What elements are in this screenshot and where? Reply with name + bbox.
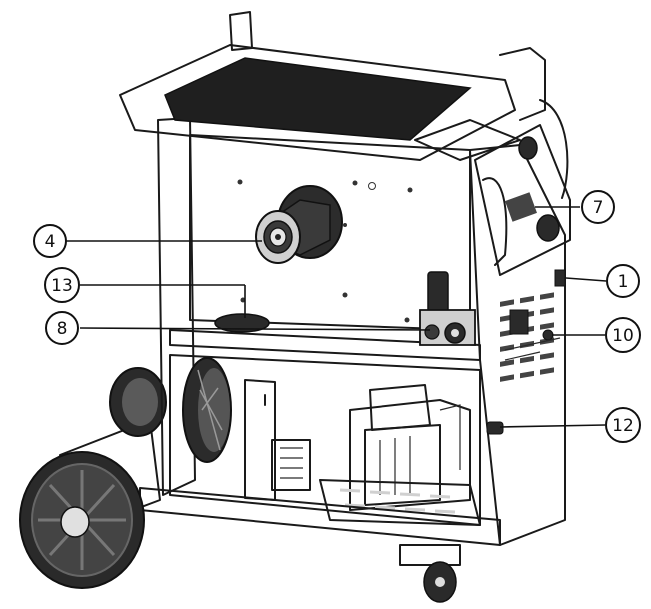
base-grill xyxy=(319,479,481,526)
front-handle xyxy=(539,99,569,199)
caster-wheel xyxy=(399,544,461,603)
knob-bottom xyxy=(536,214,560,242)
top-hook-right xyxy=(499,47,546,121)
wire-feeder xyxy=(419,271,476,346)
fan xyxy=(182,357,232,463)
bracket xyxy=(244,379,276,501)
callout-13: 13 xyxy=(44,267,80,303)
frame-joint xyxy=(414,119,521,161)
display xyxy=(505,192,537,222)
callout-4: 4 xyxy=(33,224,67,258)
top-hook-left xyxy=(229,11,253,51)
main-transformer xyxy=(349,384,471,511)
connector xyxy=(542,329,554,341)
callout-8-label: 8 xyxy=(57,319,68,339)
part-13 xyxy=(214,313,270,333)
callout-10-label: 10 xyxy=(612,326,634,346)
callout-1: 1 xyxy=(606,264,640,298)
top-tray xyxy=(164,57,472,141)
callout-12: 12 xyxy=(605,407,641,443)
callout-4-label: 4 xyxy=(45,232,56,252)
callout-1-label: 1 xyxy=(618,272,629,292)
panel-screws xyxy=(237,179,413,323)
front-label xyxy=(504,337,561,361)
knob-top xyxy=(518,136,538,160)
cable-gland xyxy=(486,421,504,435)
spool-holder xyxy=(255,185,343,264)
front-vents xyxy=(500,292,554,382)
leader-lines xyxy=(66,206,607,428)
callout-10: 10 xyxy=(605,317,641,353)
small-transformer xyxy=(271,439,311,491)
socket xyxy=(509,309,529,335)
power-switch xyxy=(554,269,566,287)
control-panel xyxy=(474,124,571,276)
front-wheel xyxy=(19,451,145,589)
rear-wheel xyxy=(109,367,167,437)
callout-13-label: 13 xyxy=(51,276,73,296)
callout-7-label: 7 xyxy=(593,198,604,218)
callout-7: 7 xyxy=(581,190,615,224)
side-handle xyxy=(482,177,508,266)
top-frame xyxy=(119,44,516,161)
callout-12-label: 12 xyxy=(612,416,634,436)
welding-machine xyxy=(19,11,571,603)
callout-8: 8 xyxy=(45,311,79,345)
